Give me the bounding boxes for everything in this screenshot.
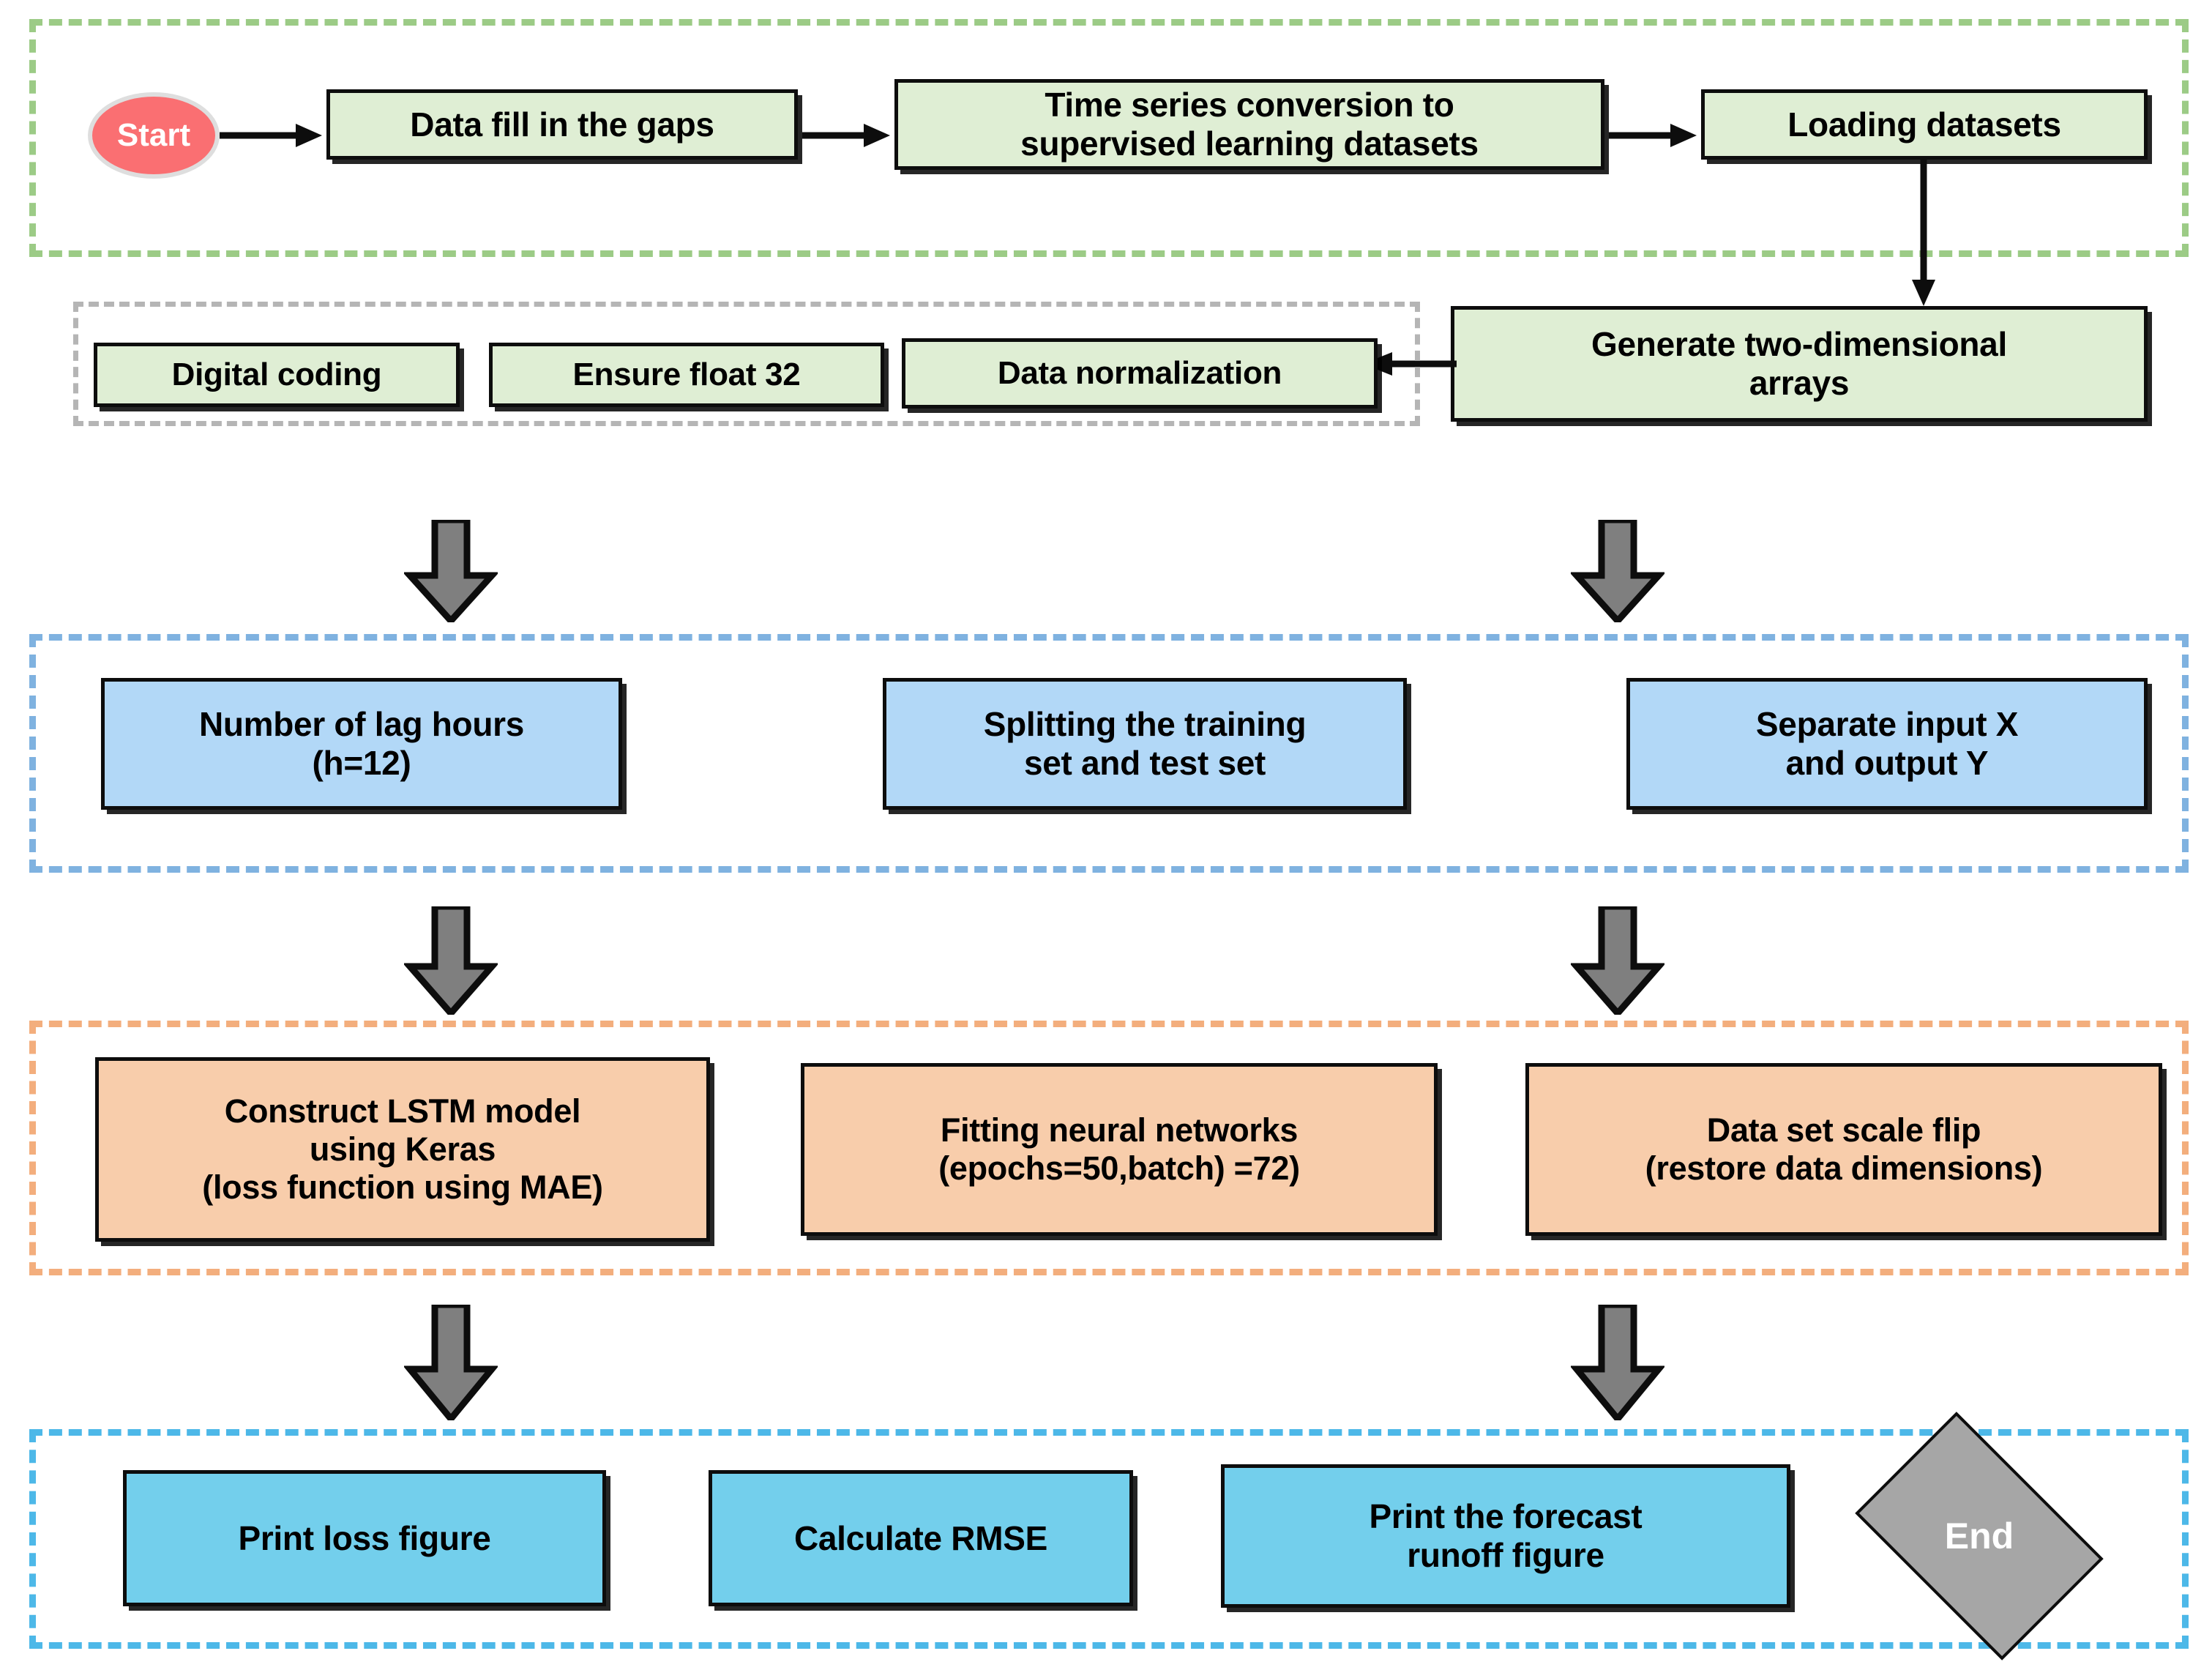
connector-loading-to-generate: [1909, 160, 1938, 306]
group-model-training: [29, 1021, 2189, 1275]
box-data-fill-in-the-gaps: Data fill in the gaps: [326, 89, 798, 160]
block-arrow-prepare-to-model-left: [404, 906, 498, 1015]
connector-start-to-datafill: [220, 123, 322, 148]
group-preprocessing: [29, 19, 2189, 257]
box-time-series-conversion: Time series conversion to supervised lea…: [894, 79, 1604, 170]
box-loading-datasets: Loading datasets: [1701, 89, 2148, 160]
connector-timeseries-to-loading: [1609, 123, 1697, 148]
block-arrow-prepare-to-model-right: [1571, 906, 1664, 1015]
box-data-normalization: Data normalization: [902, 338, 1378, 409]
box-print-loss-figure: Print loss figure: [123, 1470, 606, 1606]
group-normalization-substeps: [73, 302, 1420, 426]
box-print-forecast-runoff-figure: Print the forecast runoff figure: [1221, 1464, 1790, 1608]
group-data-preparation: [29, 634, 2189, 873]
box-data-set-scale-flip: Data set scale flip (restore data dimens…: [1525, 1063, 2162, 1236]
connector-generate-to-normalization: [1363, 351, 1457, 376]
connector-datafill-to-timeseries: [802, 123, 890, 148]
box-separate-input-output: Separate input X and output Y: [1626, 678, 2148, 810]
box-ensure-float-32: Ensure float 32: [489, 343, 884, 407]
block-arrow-preprocess-to-prepare-right: [1571, 520, 1664, 622]
end-terminator: End: [1855, 1412, 2104, 1660]
block-arrow-model-to-output-left: [404, 1305, 498, 1420]
box-number-of-lag-hours: Number of lag hours (h=12): [101, 678, 622, 810]
block-arrow-preprocess-to-prepare-left: [404, 520, 498, 622]
box-fitting-neural-networks: Fitting neural networks (epochs=50,batch…: [801, 1063, 1438, 1236]
block-arrow-model-to-output-right: [1571, 1305, 1664, 1420]
box-generate-two-dimensional-arrays: Generate two-dimensional arrays: [1451, 306, 2148, 422]
group-results-output: [29, 1429, 2189, 1649]
box-calculate-rmse: Calculate RMSE: [709, 1470, 1133, 1606]
end-label: End: [1944, 1516, 2014, 1557]
box-digital-coding: Digital coding: [94, 343, 460, 407]
start-label: Start: [116, 117, 191, 153]
box-splitting-training-test-set: Splitting the training set and test set: [883, 678, 1407, 810]
box-construct-lstm-model: Construct LSTM model using Keras (loss f…: [95, 1057, 710, 1242]
start-terminator: Start: [88, 92, 220, 179]
